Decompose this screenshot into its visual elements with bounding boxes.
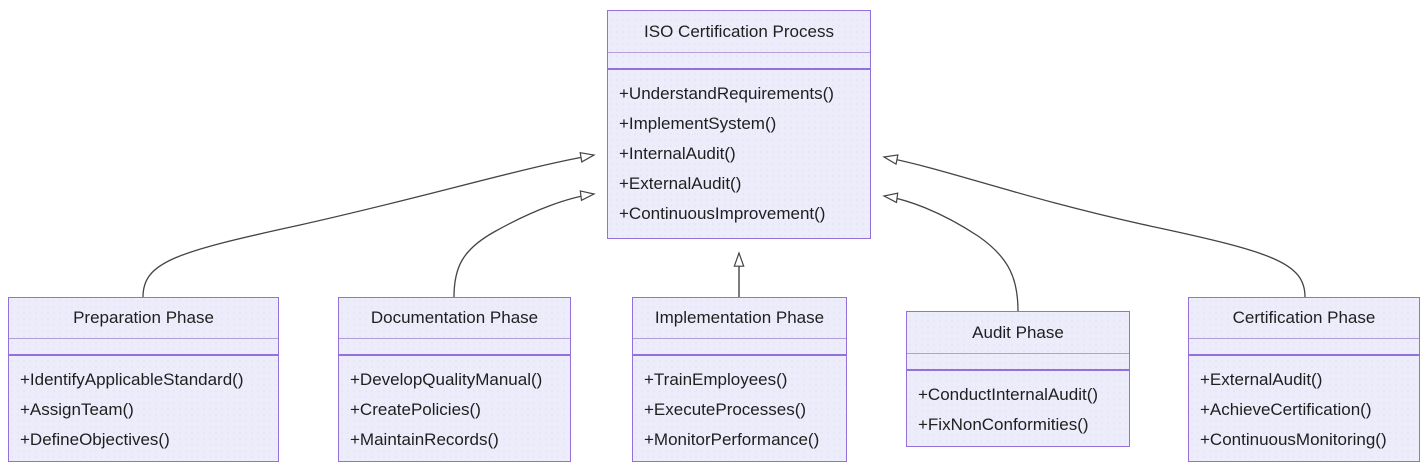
class-method: +MonitorPerformance() [644, 430, 820, 449]
class-method: +TrainEmployees() [644, 370, 788, 389]
class-method: +ExternalAudit() [619, 174, 742, 193]
class-box-certification-phase[interactable]: Certification Phase +ExternalAudit() +Ac… [1188, 297, 1420, 462]
class-box-documentation-phase[interactable]: Documentation Phase +DevelopQualityManua… [338, 297, 571, 462]
class-methods-compartment: +ConductInternalAudit() +FixNonConformit… [907, 371, 1129, 446]
class-box-implementation-phase[interactable]: Implementation Phase +TrainEmployees() +… [632, 297, 847, 462]
class-box-iso-certification-process[interactable]: ISO Certification Process +UnderstandReq… [607, 10, 871, 239]
class-title-iso-certification-process: ISO Certification Process [608, 11, 870, 53]
class-method: +CreatePolicies() [350, 400, 481, 419]
class-title-audit-phase: Audit Phase [907, 312, 1129, 354]
class-method: +ImplementSystem() [619, 114, 777, 133]
class-attributes-compartment [608, 53, 870, 70]
class-attributes-compartment [339, 339, 570, 356]
edge-documentation-to-parent [453, 194, 594, 298]
class-method: +UnderstandRequirements() [619, 84, 834, 103]
class-box-preparation-phase[interactable]: Preparation Phase +IdentifyApplicableSta… [8, 297, 279, 462]
class-attributes-compartment [1189, 339, 1419, 356]
class-methods-compartment: +DevelopQualityManual() +CreatePolicies(… [339, 356, 570, 461]
class-method: +ContinuousMonitoring() [1200, 430, 1387, 449]
class-method: +MaintainRecords() [350, 430, 499, 449]
class-method: +ExternalAudit() [1200, 370, 1323, 389]
class-method: +ContinuousImprovement() [619, 204, 826, 223]
class-title-certification-phase: Certification Phase [1189, 298, 1419, 340]
class-attributes-compartment [9, 339, 278, 356]
class-attributes-compartment [907, 354, 1129, 371]
class-methods-compartment: +TrainEmployees() +ExecuteProcesses() +M… [633, 356, 846, 461]
class-box-audit-phase[interactable]: Audit Phase +ConductInternalAudit() +Fix… [906, 311, 1130, 447]
class-method: +DefineObjectives() [20, 430, 170, 449]
class-methods-compartment: +UnderstandRequirements() +ImplementSyst… [608, 70, 870, 238]
class-attributes-compartment [633, 339, 846, 356]
class-method: +InternalAudit() [619, 144, 736, 163]
class-title-implementation-phase: Implementation Phase [633, 298, 846, 340]
class-title-preparation-phase: Preparation Phase [9, 298, 278, 340]
class-title-documentation-phase: Documentation Phase [339, 298, 570, 340]
edge-certification-to-parent [884, 157, 1306, 298]
class-method: +ConductInternalAudit() [918, 385, 1099, 404]
class-method: +AssignTeam() [20, 400, 134, 419]
class-method: +ExecuteProcesses() [644, 400, 807, 419]
class-method: +AchieveCertification() [1200, 400, 1372, 419]
class-method: +FixNonConformities() [918, 415, 1089, 434]
class-methods-compartment: +IdentifyApplicableStandard() +AssignTea… [9, 356, 278, 461]
class-methods-compartment: +ExternalAudit() +AchieveCertification()… [1189, 356, 1419, 461]
edge-preparation-to-parent [142, 155, 594, 298]
class-method: +IdentifyApplicableStandard() [20, 370, 244, 389]
class-method: +DevelopQualityManual() [350, 370, 543, 389]
edge-audit-to-parent [884, 196, 1019, 312]
